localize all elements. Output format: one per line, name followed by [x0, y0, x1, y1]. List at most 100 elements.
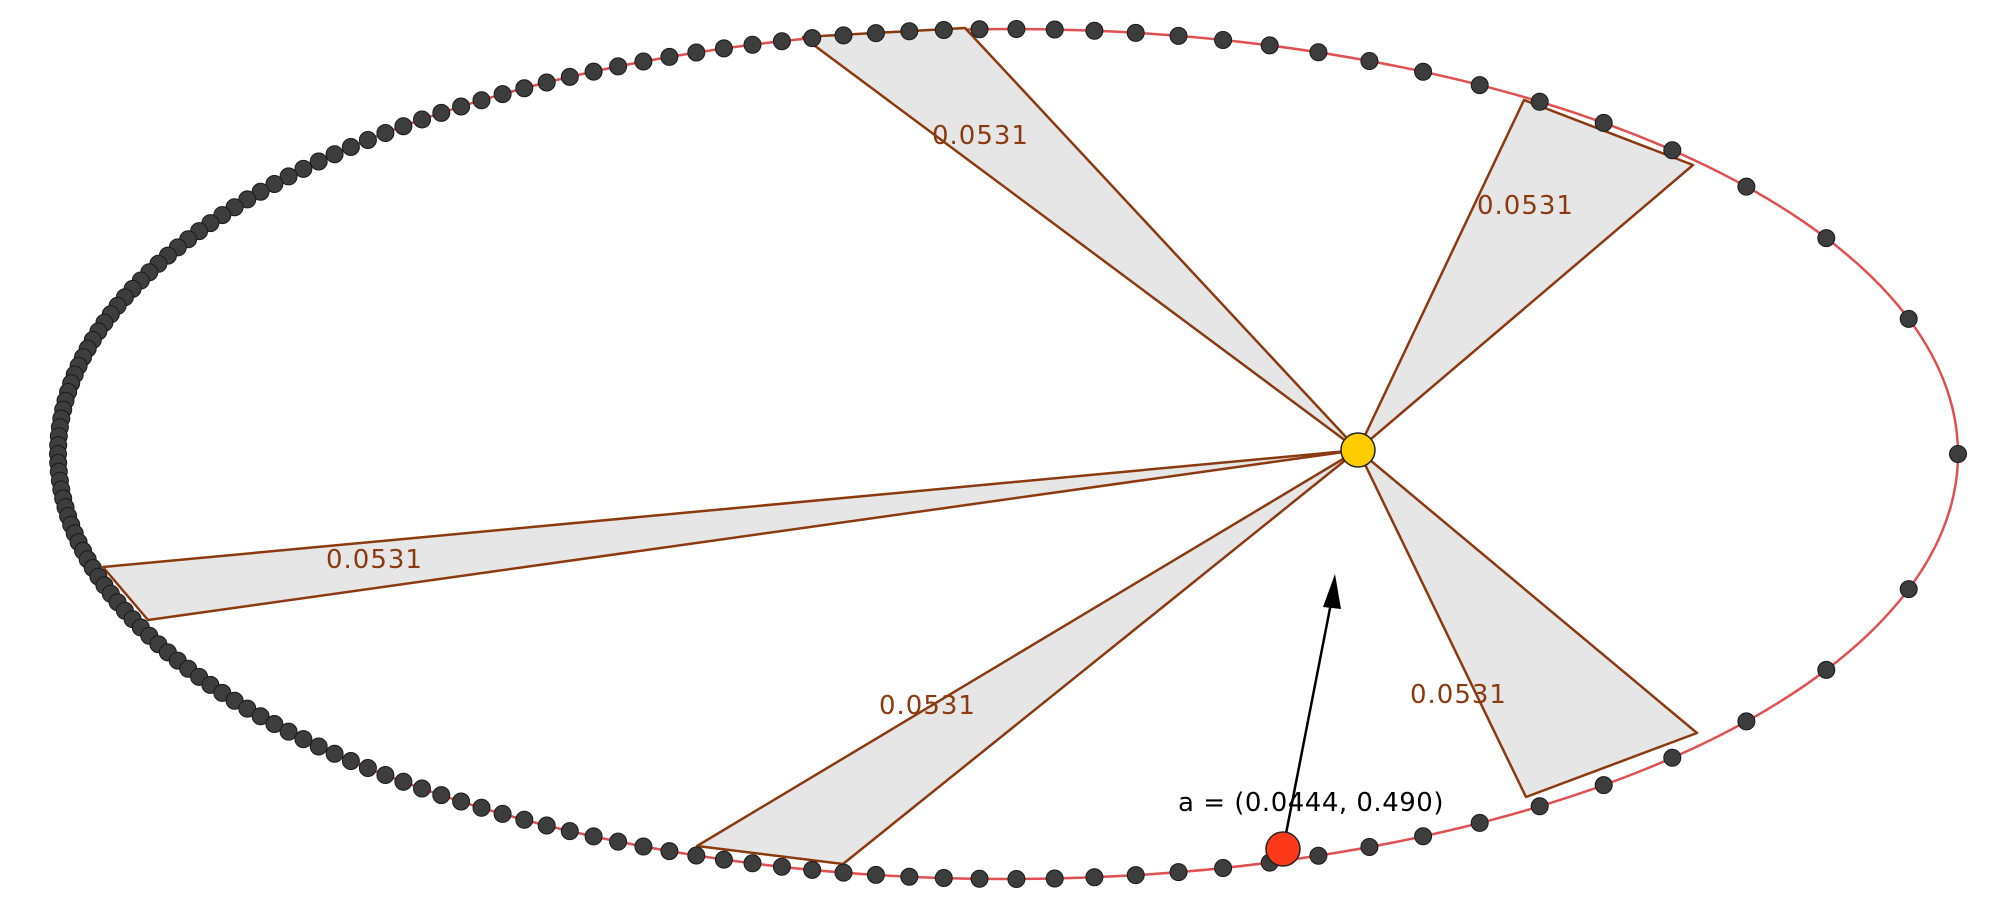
orbit-sample-dot [413, 779, 431, 798]
orbit-sample-dot [1414, 827, 1433, 846]
orbit-sample-dot [265, 715, 284, 733]
orbit-sample-dot [309, 152, 328, 171]
orbit-sample-dot [1007, 20, 1026, 38]
orbit-sample-dot [394, 772, 413, 791]
orbit-sample-dot [1309, 846, 1328, 865]
orbit-sample-dot [294, 159, 313, 178]
orbit-sample-dot [238, 699, 257, 718]
orbit-sample-dot [900, 22, 919, 41]
orbit-sample-dot [1007, 870, 1026, 888]
orbit-sample-dot [537, 73, 556, 92]
orbit-sample-dot [251, 707, 270, 726]
orbit-sample-dot [1663, 748, 1682, 767]
orbit-sample-dot [1817, 229, 1836, 248]
orbit-sample-dot [432, 786, 451, 805]
orbit-sample-dot [714, 850, 733, 869]
orbit-sample-dot [634, 52, 653, 71]
orbit-sample-dot [1663, 141, 1682, 160]
orbit-sample-dot [251, 182, 270, 201]
orbit-sample-dot [413, 110, 431, 129]
orbit-sample-dot [493, 804, 512, 823]
sun-focus-point[interactable] [1340, 432, 1376, 468]
orbit-sample-dot [1594, 113, 1613, 132]
orbit-sample-dot [1470, 813, 1489, 832]
sector-area-top [801, 26, 1360, 452]
orbit-sample-dot [687, 846, 706, 865]
orbit-sample-dot [1260, 36, 1279, 55]
sector-area-upper-right [1356, 98, 1695, 452]
orbit-sample-dot [1214, 31, 1233, 49]
orbit-sample-dot [934, 21, 953, 39]
orbit-sample-dot [1085, 21, 1104, 40]
acceleration-vector[interactable] [1281, 597, 1334, 850]
orbit-sample-dot [900, 867, 919, 886]
orbit-sample-dot [294, 730, 313, 749]
orbit-sample-dot [358, 131, 377, 149]
orbit-sample-dot [1530, 92, 1549, 111]
orbit-sample-dot [309, 737, 328, 756]
orbit-sample-dot [970, 20, 989, 39]
orbit-sample-dot [772, 32, 791, 51]
sector-label-lower-left: 0.0531 [879, 691, 976, 721]
acceleration-vector-arrowhead[interactable] [1323, 574, 1341, 609]
orbit-sample-dot [472, 91, 491, 110]
orbit-sample-dot [1817, 660, 1836, 679]
orbit-sample-dot [452, 792, 471, 811]
orbit-sample-dot [1530, 797, 1549, 816]
orbit-sample-dot [803, 860, 822, 879]
sector-area-left [101, 448, 1360, 622]
orbit-sample-dot [743, 854, 762, 873]
sector-label-lower-right: 0.0531 [1410, 680, 1507, 710]
sector-label-left: 0.0531 [326, 545, 423, 575]
orbit-sample-dot [358, 759, 377, 777]
orbit-sample-dot [803, 29, 822, 48]
orbit-sample-dot [515, 810, 534, 829]
orbit-sample-dot [687, 43, 706, 62]
orbit-sample-dot [325, 145, 344, 164]
orbit-sample-dot [1737, 712, 1756, 731]
orbit-sample-dot [1126, 866, 1145, 885]
sector-label-top: 0.0531 [932, 121, 1029, 151]
orbit-sample-dot [376, 124, 395, 142]
orbit-sample-dot [934, 869, 953, 887]
sector-area-lower-left [695, 448, 1360, 866]
orbit-sample-dot [1360, 838, 1379, 856]
orbit-sample-dot [1360, 52, 1379, 70]
orbit-sample-dot [866, 24, 885, 43]
orbit-sample-dot [1169, 26, 1188, 45]
orbit-sample-dot [279, 167, 298, 186]
planet-point[interactable] [1265, 831, 1301, 867]
orbit-sample-dot [1214, 859, 1233, 877]
sector-label-upper-right: 0.0531 [1477, 191, 1574, 221]
orbit-sample-dot [584, 827, 603, 846]
orbit-sample-dot [472, 798, 491, 817]
orbit-sample-dot [394, 117, 413, 136]
vector-label: a = (0.0444, 0.490) [1178, 788, 1444, 818]
orbit-sample-dot [772, 857, 791, 876]
orbit-sample-dot [493, 85, 512, 104]
orbit-sample-dot [1470, 76, 1489, 95]
orbit-sample-dot [325, 744, 344, 763]
orbit-sample-dot [866, 865, 885, 884]
orbit-sample-dot [560, 67, 579, 86]
orbit-sample-dot [1949, 445, 1967, 463]
orbit-sample-dot [452, 97, 471, 116]
orbit-sample-dot [660, 842, 679, 861]
orbit-sample-dot [609, 832, 628, 851]
orbit-sample-dot [1309, 43, 1328, 62]
orbit-sample-dot [1414, 62, 1433, 81]
orbit-sample-dot [1126, 23, 1145, 42]
orbit-sample-dot [584, 62, 603, 81]
orbit-sample-dot [341, 752, 360, 770]
orbit-sample-dot [279, 722, 298, 741]
orbit-sample-dot [660, 47, 679, 66]
orbit-sample-dot [834, 863, 853, 882]
orbit-sample-dot [834, 26, 853, 45]
orbit-sample-dot [1045, 20, 1064, 39]
orbit-sample-dot [1899, 580, 1918, 599]
orbit-sample-dot [1594, 776, 1613, 795]
orbit-sample-dot [265, 175, 284, 193]
orbit-sample-dot [1085, 868, 1104, 887]
